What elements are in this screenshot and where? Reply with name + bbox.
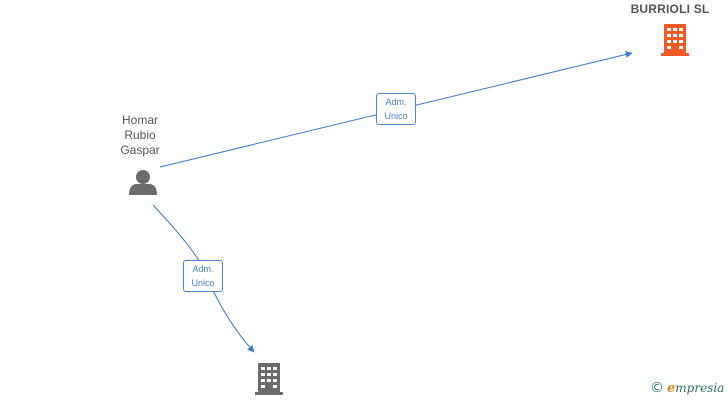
building-icon[interactable] [255,363,283,395]
edge-label-line: Unico [384,111,408,121]
person-icon[interactable] [129,170,157,195]
edge-label-line: Unico [191,278,215,288]
edge-label: Adm. Unico [376,93,416,125]
person-name-line: Homar [121,113,158,127]
company-name[interactable]: BURRIOLI SL [630,2,710,16]
person-name-line: Gaspar [120,143,160,157]
brand-name: mpresia [675,381,725,395]
copyright-symbol: © [650,380,664,396]
brand-letter: e [667,381,676,396]
edge-label-line: Adm. [385,97,407,107]
building-icon[interactable] [660,24,690,57]
empresia-logo: ©empresia [650,380,724,396]
person-name-line: Rubio [124,128,156,142]
edge-label: Adm. Unico [183,260,223,292]
edge-label-line: Adm. [192,264,214,274]
person-name[interactable]: Homar Rubio Gaspar [110,113,170,158]
